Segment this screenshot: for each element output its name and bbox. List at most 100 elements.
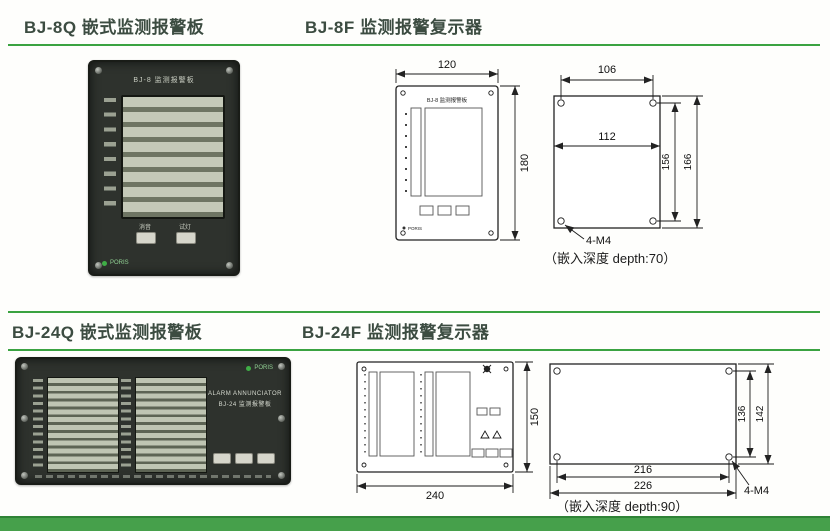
section-title-bj24q: BJ-24Q 嵌式监测报警板 — [12, 323, 203, 342]
corner-screw-icon — [361, 366, 367, 372]
corner-screw-icon — [400, 230, 406, 236]
brand-dot-icon — [102, 260, 107, 266]
bj24f-front-drawing: 240 150 — [356, 361, 541, 502]
corner-screw-icon — [21, 472, 28, 479]
indicator-window — [476, 407, 488, 416]
led-index-column — [33, 379, 43, 471]
mute-button-label: 消音 — [138, 225, 151, 231]
hole-spec-label: 4-M4 — [586, 235, 611, 247]
panel-button — [455, 205, 470, 216]
section-title-bj8q: BJ-8Q 嵌式监测报警板 — [24, 18, 205, 37]
led-column-wide — [379, 371, 415, 457]
lamp-test-button-label: 试灯 — [178, 225, 191, 231]
corner-screw-icon — [21, 363, 28, 370]
led-window-left — [47, 377, 119, 473]
edge-screw-icon — [21, 415, 28, 422]
corner-screw-icon — [361, 462, 367, 468]
dim-label-inner-width: 112 — [598, 131, 616, 143]
panel-button — [471, 448, 485, 458]
corner-screw-icon — [95, 67, 102, 74]
corner-screw-icon — [503, 462, 509, 468]
dim-label-width: 240 — [426, 490, 444, 502]
panel-button — [499, 448, 513, 458]
cutout-outline — [553, 95, 661, 229]
bj8f-front-drawing: BJ-8 监测报警板 PORIS 120 180 — [395, 59, 531, 241]
panel-button — [485, 448, 499, 458]
mounting-hole — [649, 217, 657, 225]
depth-note-bj8f: （嵌入深度 depth:70） — [544, 251, 677, 266]
dim-label-hole-width: 106 — [598, 64, 616, 76]
dim-label-hole-width: 216 — [634, 464, 652, 476]
corner-screw-icon — [503, 366, 509, 372]
lamp-test-button — [176, 232, 196, 244]
bj24f-cutout-drawing: 136 142 216 226 4-M4 — [549, 363, 774, 499]
mounting-hole — [557, 217, 565, 225]
divider-line-top — [8, 44, 820, 46]
bottom-caption-strip — [35, 475, 271, 478]
section-title-bj8f: BJ-8F 监测报警复示器 — [305, 18, 483, 37]
bj8f-cutout-drawing: 106 112 156 166 4-M4 — [553, 64, 703, 247]
dim-label-outer-width: 226 — [634, 480, 652, 492]
panel-header-text: BJ-8 监测报警板 — [133, 77, 195, 84]
leader-line — [564, 224, 585, 240]
led-index-column — [121, 379, 131, 471]
corner-screw-icon — [488, 230, 494, 236]
panel-button — [257, 453, 275, 464]
mounting-hole — [725, 367, 733, 375]
footer-band — [0, 516, 830, 531]
divider-line-middle — [8, 311, 820, 313]
dim-label-height: 150 — [529, 408, 541, 426]
corner-screw-icon — [278, 363, 285, 370]
dim-label-hole-height: 136 — [737, 405, 748, 422]
led-column-wide — [424, 107, 483, 197]
mounting-hole — [553, 453, 561, 461]
panel-button — [235, 453, 253, 464]
panel-text-line2: BJ-24 监测报警板 — [218, 402, 272, 409]
corner-screw-icon — [400, 90, 406, 96]
depth-note-bj24f: （嵌入深度 depth:90） — [556, 499, 689, 514]
panel-text-line1: ALARM ANNUNCIATOR — [208, 391, 282, 397]
panel-title-text: BJ-8 监测报警板 — [427, 96, 468, 104]
section-title-bj24f: BJ-24F 监测报警复示器 — [302, 323, 490, 342]
dim-label-outer-height: 166 — [683, 153, 694, 170]
mute-button — [136, 232, 156, 244]
cutout-outline — [549, 363, 737, 465]
panel-button — [437, 205, 452, 216]
led-index-column — [104, 98, 116, 216]
mounting-hole — [725, 453, 733, 461]
brand-text: PORIS — [254, 365, 273, 371]
led-window — [121, 95, 225, 219]
corner-screw-icon — [226, 67, 233, 74]
bj24q-photo: PORIS ALARM ANNUNCIATOR BJ-24 监测报警板 — [15, 357, 291, 485]
dim-label-hole-height: 156 — [661, 153, 672, 170]
led-column-small — [410, 107, 422, 197]
corner-screw-icon — [226, 262, 233, 269]
led-column-wide — [435, 371, 471, 457]
corner-screw-icon — [488, 90, 494, 96]
mounting-hole — [557, 99, 565, 107]
dim-label-outer-height: 142 — [755, 405, 766, 422]
dim-label-width: 120 — [438, 59, 456, 71]
edge-screw-icon — [278, 415, 285, 422]
mounting-hole — [649, 99, 657, 107]
warning-triangle-icon — [492, 430, 502, 439]
panel-button — [419, 205, 434, 216]
divider-line-bottom — [8, 349, 820, 351]
leader-line — [731, 460, 750, 486]
corner-screw-icon — [95, 262, 102, 269]
hole-spec-label: 4-M4 — [744, 485, 769, 497]
warning-triangle-icon — [480, 430, 490, 439]
brand-text: PORIS — [408, 226, 422, 231]
brand-text: PORIS — [110, 260, 129, 266]
led-column-small — [368, 371, 378, 457]
led-column-small — [424, 371, 434, 457]
logo-mark-icon — [482, 364, 492, 374]
brand-dot-icon — [402, 226, 406, 230]
brand-logo: PORIS — [246, 365, 273, 371]
corner-screw-icon — [278, 472, 285, 479]
indicator-window — [489, 407, 501, 416]
led-window-right — [135, 377, 207, 473]
brand-dot-icon — [246, 365, 252, 371]
brand-logo: PORIS — [102, 260, 129, 266]
